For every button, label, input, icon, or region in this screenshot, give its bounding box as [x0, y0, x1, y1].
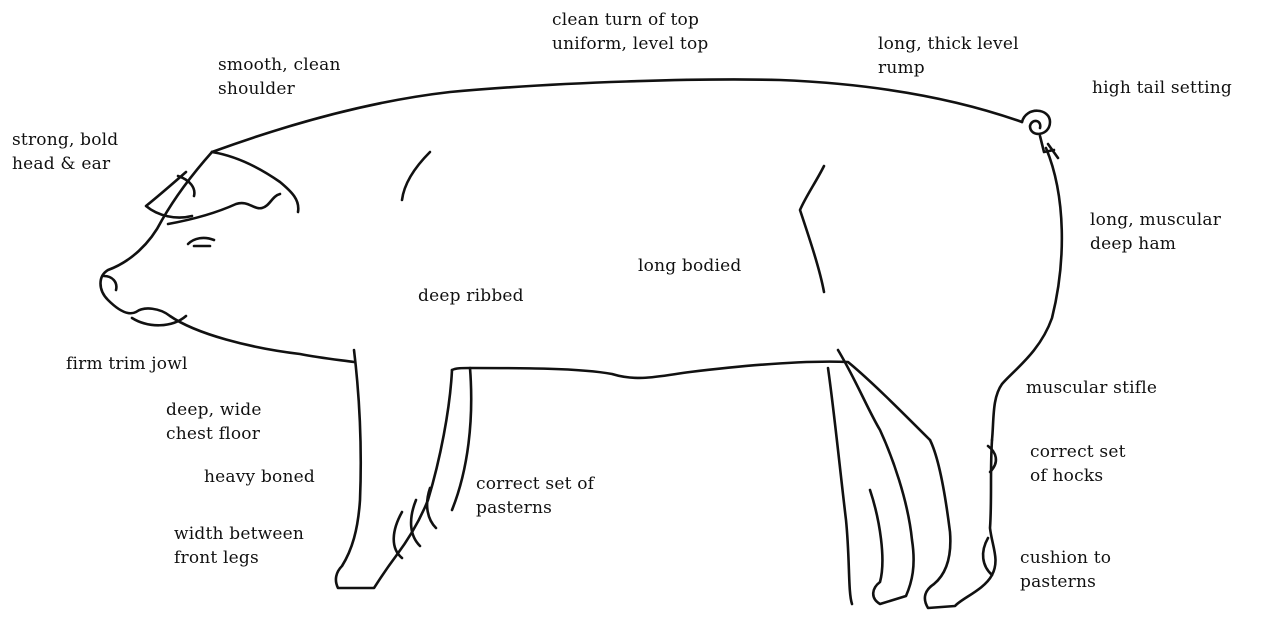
- label-shoulder-1: smooth, clean: [218, 53, 341, 77]
- head-outline: [101, 152, 355, 362]
- label-head: strong, bold head & ear: [12, 128, 118, 176]
- label-head-1: strong, bold: [12, 128, 118, 152]
- label-body: long bodied: [638, 254, 742, 278]
- label-rump-1: long, thick level: [878, 32, 1019, 56]
- label-front-pasterns: correct set of pasterns: [476, 472, 594, 520]
- label-ham-1: long, muscular: [1090, 208, 1221, 232]
- label-tail: high tail setting: [1092, 76, 1232, 100]
- label-top-line: clean turn of top uniform, level top: [552, 8, 708, 56]
- label-jowl: firm trim jowl: [66, 352, 188, 376]
- label-ribs: deep ribbed: [418, 284, 524, 308]
- label-hocks: correct set of hocks: [1030, 440, 1126, 488]
- label-front-pasterns-2: pasterns: [476, 496, 594, 520]
- label-hocks-2: of hocks: [1030, 464, 1126, 488]
- label-shoulder-2: shoulder: [218, 77, 341, 101]
- label-front-width-2: front legs: [174, 546, 304, 570]
- shoulder-contour: [402, 152, 430, 200]
- far-rear-leg-front: [828, 368, 852, 604]
- rear-pastern-toe: [983, 538, 992, 575]
- label-bone-1: heavy boned: [204, 465, 315, 489]
- belly: [452, 362, 930, 440]
- label-head-2: head & ear: [12, 152, 118, 176]
- front-leg: [336, 350, 452, 588]
- label-shoulder: smooth, clean shoulder: [218, 53, 341, 101]
- eye: [188, 238, 214, 246]
- label-rump-2: rump: [878, 56, 1019, 80]
- label-jowl-1: firm trim jowl: [66, 352, 188, 376]
- label-top-line-1: clean turn of top: [552, 8, 708, 32]
- label-hocks-1: correct set: [1030, 440, 1126, 464]
- label-front-width: width between front legs: [174, 522, 304, 570]
- tail: [1022, 111, 1058, 158]
- label-rear-pasterns-2: pasterns: [1020, 570, 1111, 594]
- rear-leg: [925, 440, 996, 608]
- ham-contour: [800, 166, 824, 292]
- label-rear-pasterns: cushion to pasterns: [1020, 546, 1111, 594]
- ear: [146, 152, 298, 224]
- label-chest-1: deep, wide: [166, 398, 262, 422]
- label-top-line-2: uniform, level top: [552, 32, 708, 56]
- label-front-width-1: width between: [174, 522, 304, 546]
- label-body-1: long bodied: [638, 254, 742, 278]
- label-rear-pasterns-1: cushion to: [1020, 546, 1111, 570]
- label-front-pasterns-1: correct set of: [476, 472, 594, 496]
- label-chest-2: chest floor: [166, 422, 262, 446]
- label-tail-1: high tail setting: [1092, 76, 1232, 100]
- label-ribs-1: deep ribbed: [418, 284, 524, 308]
- label-ham: long, muscular deep ham: [1090, 208, 1221, 256]
- label-chest: deep, wide chest floor: [166, 398, 262, 446]
- label-ham-2: deep ham: [1090, 232, 1221, 256]
- far-front-leg: [452, 368, 471, 510]
- label-stifle-1: muscular stifle: [1026, 376, 1157, 400]
- label-stifle: muscular stifle: [1026, 376, 1157, 400]
- label-bone: heavy boned: [204, 465, 315, 489]
- label-rump: long, thick level rump: [878, 32, 1019, 80]
